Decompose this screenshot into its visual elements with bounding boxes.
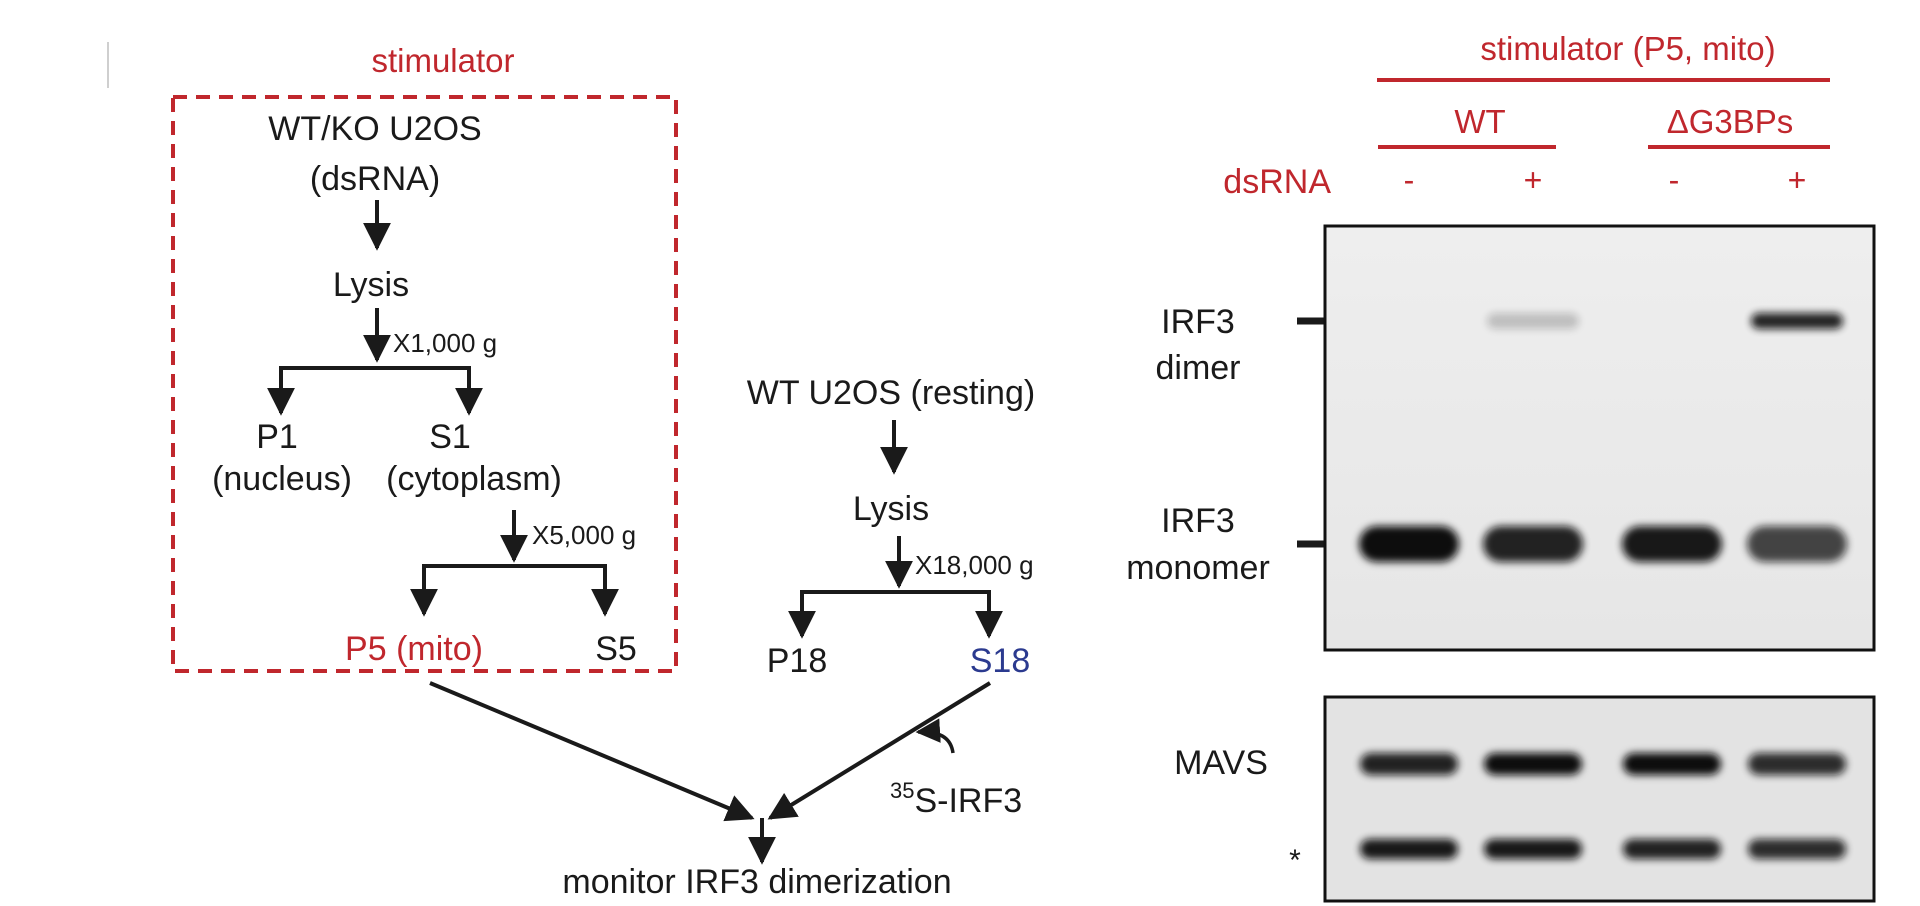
- native-gel-background: [1325, 226, 1874, 650]
- p1-nucleus-label: (nucleus): [212, 460, 352, 498]
- monomer-band-lane-2: [1483, 526, 1583, 562]
- irf3-probe-label: 35S-IRF3: [890, 778, 1022, 820]
- mavs-bands: [1360, 753, 1846, 775]
- monomer-label-line2: monomer: [1126, 549, 1270, 587]
- nonspecific-band-lane-4: [1748, 839, 1846, 859]
- gel-header-label: stimulator (P5, mito): [1480, 30, 1775, 67]
- stimulator-panel: stimulator WT/KO U2OS (dsRNA) Lysis X1,0…: [171, 42, 678, 673]
- gel-panel: stimulator (P5, mito) WT ΔG3BPs dsRNA - …: [1126, 30, 1876, 903]
- p5-mito-label: P5 (mito): [345, 630, 483, 668]
- split-bracket-3: [800, 590, 991, 634]
- s18-label: S18: [970, 642, 1031, 680]
- lysis-1-label: Lysis: [333, 266, 409, 304]
- nonspecific-band-lane-3: [1623, 839, 1721, 859]
- lane-4-sign: +: [1788, 162, 1807, 198]
- nonspecific-band-lane-2: [1484, 839, 1582, 859]
- p18-label: P18: [767, 642, 828, 680]
- monomer-label-line1: IRF3: [1161, 502, 1235, 540]
- monomer-band-lane-3: [1622, 526, 1722, 562]
- mavs-blot-frame: [1323, 695, 1876, 903]
- dsrna-row-label: dsRNA: [1223, 163, 1331, 201]
- irf3-addition-arrow: [915, 718, 955, 754]
- input-cells-label: WT/KO U2OS: [268, 110, 481, 148]
- arrow-p5-to-assay: [429, 681, 755, 822]
- native-gel-frame: [1323, 224, 1876, 652]
- nonspecific-band-label: *: [1289, 844, 1301, 877]
- lysis-2-label: Lysis: [853, 490, 929, 528]
- monomer-bands: [1359, 526, 1847, 562]
- lane-1-sign: -: [1404, 162, 1415, 198]
- s1-label: S1: [429, 418, 471, 456]
- s1-cytoplasm-label: (cytoplasm): [386, 460, 562, 498]
- resting-panel: WT U2OS (resting) Lysis X18,000 g P18 S1…: [747, 374, 1035, 680]
- monomer-band-lane-4: [1747, 526, 1847, 562]
- irf3-isotope-superscript: 35: [890, 778, 914, 803]
- dimer-label-line2: dimer: [1155, 349, 1240, 387]
- resting-cells-label: WT U2OS (resting): [747, 374, 1035, 412]
- mavs-label: MAVS: [1174, 744, 1268, 782]
- spin-2-label: X5,000 g: [532, 520, 636, 550]
- nonspecific-band-lane-1: [1360, 839, 1458, 859]
- s5-label: S5: [595, 630, 637, 668]
- mavs-band-lane-4: [1748, 753, 1846, 775]
- mavs-band-lane-2: [1484, 753, 1582, 775]
- spin-1-label: X1,000 g: [393, 328, 497, 358]
- p1-label: P1: [256, 418, 298, 456]
- dimer-band-lane-4: [1751, 313, 1843, 329]
- lane-2-sign: +: [1524, 162, 1543, 198]
- split-bracket-1: [279, 366, 471, 412]
- dsrna-treatment-label: (dsRNA): [310, 160, 440, 198]
- mavs-blot-background: [1325, 697, 1874, 901]
- nonspecific-bands: [1360, 839, 1846, 859]
- mavs-band-lane-1: [1360, 753, 1458, 775]
- group-wt-label: WT: [1454, 103, 1505, 140]
- dimer-label-line1: IRF3: [1161, 303, 1235, 341]
- stimulator-dashed-box: [171, 95, 678, 673]
- stimulator-label: stimulator: [371, 42, 514, 79]
- dimer-bands: [1487, 313, 1843, 329]
- irf3-probe-text: S-IRF3: [914, 782, 1022, 820]
- dimer-band-lane-2: [1487, 313, 1579, 329]
- monomer-band-lane-1: [1359, 526, 1459, 562]
- output-label: monitor IRF3 dimerization: [562, 863, 951, 901]
- split-bracket-2: [422, 564, 607, 612]
- lane-3-sign: -: [1669, 162, 1680, 198]
- arrow-s18-to-assay: [767, 681, 992, 820]
- mavs-band-lane-3: [1623, 753, 1721, 775]
- spin-3-label: X18,000 g: [915, 550, 1034, 580]
- group-ko-label: ΔG3BPs: [1667, 103, 1794, 140]
- converge-arrows: 35S-IRF3 monitor IRF3 dimerization: [429, 681, 1022, 901]
